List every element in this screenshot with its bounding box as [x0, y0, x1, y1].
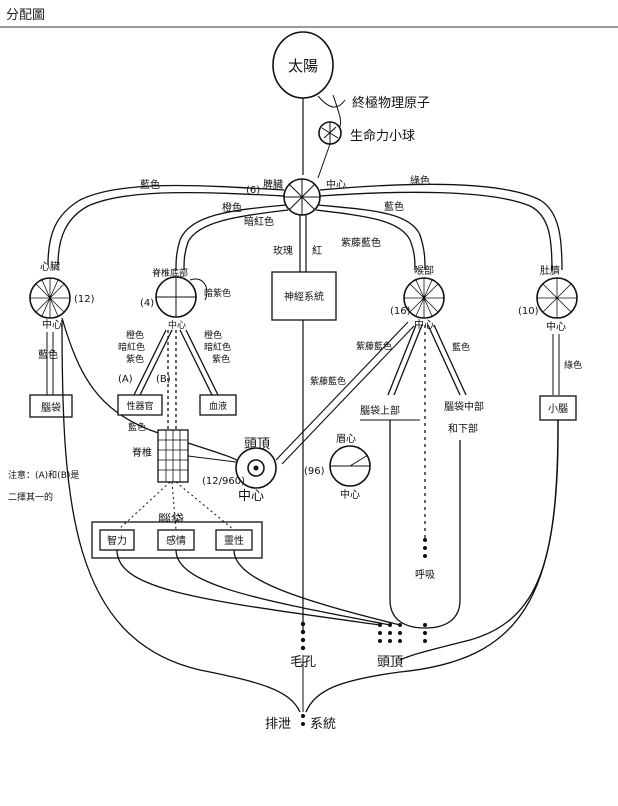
spleen-label: 脾臟 [263, 178, 283, 191]
spine-column [157, 429, 189, 483]
violet-blue-label-top: 紫藤藍色 [341, 236, 381, 249]
dark-red-label-mid-right: 暗紅色 [204, 341, 231, 353]
note-line-1: 注意：(A)和(B)是 [8, 469, 79, 481]
vitality-globule-icon [318, 121, 342, 145]
sex-organs-label: 性器官 [126, 400, 153, 412]
crown-bottom-dots [378, 623, 427, 643]
brow-label: 眉心 [336, 433, 356, 445]
heart-center-label: 中心 [42, 318, 62, 331]
window-title: 分配圖 [6, 8, 46, 23]
excretion-label: 排泄 [265, 717, 291, 732]
heart-label: 心臟 [40, 260, 60, 273]
brow-chakra [329, 445, 371, 487]
orange-label-top: 橙色 [222, 201, 242, 214]
dark-red-label-top: 暗紅色 [244, 215, 274, 228]
crown-number: (12/960) [202, 476, 245, 487]
label-b: (B) [156, 374, 171, 385]
blue-label-top: 藍色 [140, 178, 160, 191]
violet-blue-label-throat: 紫藤藍色 [356, 340, 392, 352]
red-label: 紅 [312, 245, 322, 257]
rose-label: 玫瑰 [273, 244, 293, 257]
dark-red-label-mid: 暗紅色 [118, 341, 145, 353]
brain-box [29, 394, 73, 418]
window-title-bar: 分配圖 [0, 0, 618, 28]
breath-label: 呼吸 [415, 569, 435, 581]
sun-label: 太陽 [288, 57, 318, 75]
excretion-dots [301, 714, 305, 726]
violet-blue-label-crown: 紫藤藍色 [310, 375, 346, 387]
dark-purple-label: 暗紫色 [204, 287, 231, 299]
heart-chakra [29, 277, 71, 319]
spirituality-label: 靈性 [224, 534, 244, 547]
small-brain-label: 小腦 [548, 402, 568, 415]
sun-node: 太陽 [272, 31, 334, 99]
vitality-globule-label: 生命力小球 [350, 128, 415, 144]
upper-brain-label: 腦袋上部 [360, 404, 400, 417]
system-label: 系統 [310, 717, 336, 732]
violet-label-mid-right: 紫色 [212, 353, 230, 365]
base-spine-label: 脊椎底部 [152, 267, 188, 279]
throat-label: 喉部 [414, 264, 434, 277]
heart-number: (12) [74, 294, 95, 305]
orange-label-mid-right: 橙色 [204, 329, 222, 341]
brow-number: (96) [304, 466, 325, 477]
throat-number: (16) [390, 306, 411, 317]
breath-dots [423, 538, 427, 558]
nervous-system-label: 神經系統 [284, 290, 324, 303]
mid-lower-brain-label-1: 腦袋中部 [444, 400, 484, 413]
blue-label-throat-down: 藍色 [452, 341, 470, 353]
base-spine-number: (4) [140, 298, 154, 309]
blue-label-spine: 藍色 [128, 421, 146, 433]
brain-label: 腦袋 [41, 401, 61, 414]
note-line-2: 二擇其一的 [8, 491, 53, 503]
spleen-chakra [283, 178, 321, 216]
spleen-number: (6) [246, 185, 260, 196]
crown-bottom-label: 頭頂 [377, 655, 403, 670]
crown-chakra [235, 447, 277, 489]
ultimate-atom-label: 終極物理原子 [352, 95, 430, 111]
crown-center-label: 中心 [238, 489, 264, 504]
navel-chakra [536, 277, 578, 319]
mid-lower-brain-label-2: 和下部 [448, 422, 478, 435]
small-brain-box [539, 395, 577, 421]
blood-box [199, 394, 237, 416]
violet-label-mid: 紫色 [126, 353, 144, 365]
green-label: 綠色 [564, 359, 582, 371]
pores-dots [300, 621, 306, 651]
label-a: (A) [118, 374, 133, 385]
sex-organs-box [117, 394, 163, 416]
blue-label-throat: 藍色 [384, 200, 404, 213]
lilac-label: 綠色 [410, 174, 430, 187]
base-spine-center-label: 中心 [168, 319, 186, 331]
navel-label: 肚臍 [540, 264, 560, 277]
emotion-label: 感情 [166, 534, 186, 547]
throat-center-label: 中心 [414, 318, 434, 331]
nervous-system-box [271, 271, 337, 321]
blue-label-brain: 藍色 [38, 348, 58, 361]
spine-label: 脊椎 [132, 446, 152, 459]
navel-center-label: 中心 [546, 320, 566, 333]
distribution-diagram: 太陽 終極物理原子 生命力小球 (6) 脾臟 中心 藍色 綠色 橙色 暗紅色 藍… [8, 31, 582, 732]
base-spine-chakra [155, 276, 197, 318]
brow-center-label: 中心 [340, 488, 360, 501]
orange-label-mid: 橙色 [126, 329, 144, 341]
throat-chakra [403, 277, 445, 319]
navel-number: (10) [518, 306, 539, 317]
intellect-label: 智力 [107, 534, 127, 547]
blood-label: 血液 [209, 400, 227, 412]
